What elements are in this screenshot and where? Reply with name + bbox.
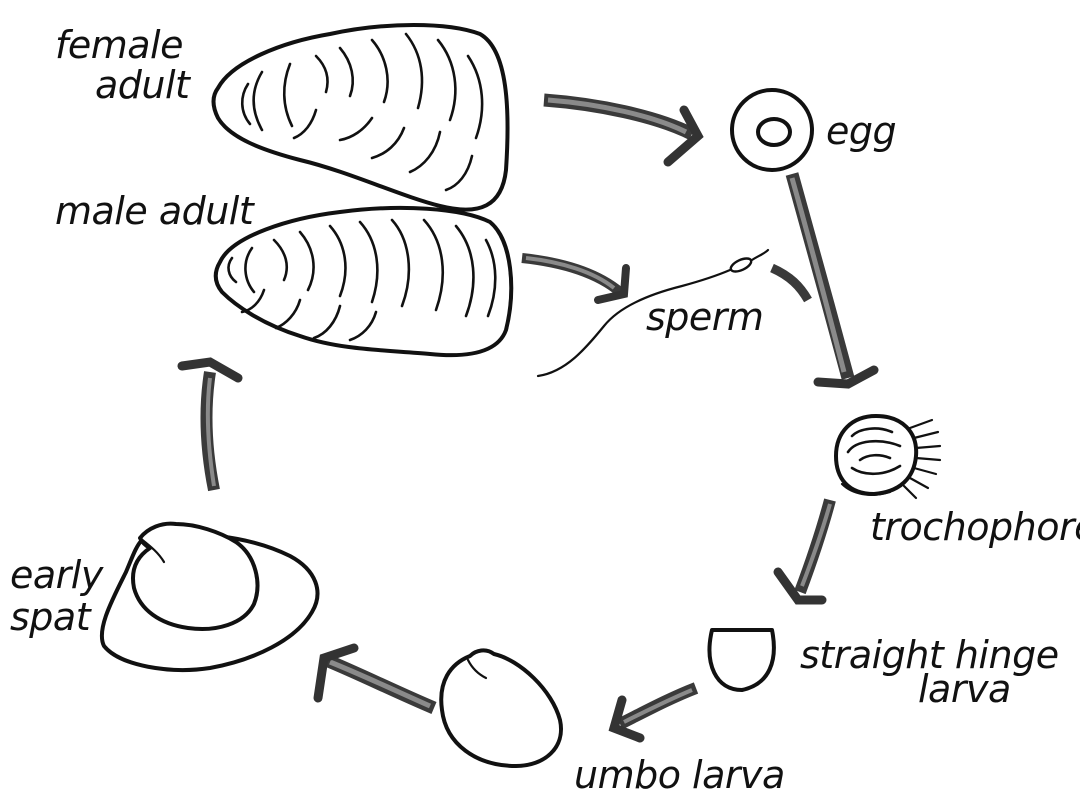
trochophore-larva bbox=[834, 414, 942, 500]
arrow-umbo-to-spat bbox=[313, 643, 437, 714]
arrow-trochophore-to-hinge bbox=[773, 498, 836, 605]
male-adult-oyster bbox=[213, 205, 514, 358]
early-spat-label: early bbox=[10, 553, 104, 597]
arrow-male-to-sperm bbox=[521, 253, 630, 304]
sperm-label: sperm bbox=[646, 295, 763, 339]
sperm-cell bbox=[536, 248, 770, 378]
female-adult-oyster bbox=[211, 23, 510, 212]
trochophore-label: trochophore bbox=[870, 505, 1080, 549]
early-spat bbox=[99, 521, 320, 672]
straight-hinge-label-line2: larva bbox=[918, 667, 1011, 711]
straight-hinge-label: straight hinge bbox=[800, 633, 1059, 677]
female-adult-label: female bbox=[55, 23, 183, 67]
straight-hinge-larva bbox=[707, 628, 776, 692]
arrow-spat-to-male bbox=[177, 357, 243, 492]
arrow-hinge-to-umbo bbox=[608, 682, 699, 743]
arrow-egg-to-trochophore bbox=[770, 172, 879, 389]
egg-cell bbox=[730, 88, 814, 172]
arrow-female-to-egg bbox=[543, 93, 704, 167]
umbo-larva bbox=[439, 648, 563, 768]
early-spat-label-line2: spat bbox=[10, 595, 93, 639]
umbo-larva-label: umbo larva bbox=[574, 753, 785, 792]
male-adult-label: male adult bbox=[55, 189, 256, 233]
female-adult-label-line2: adult bbox=[95, 63, 192, 107]
egg-label: egg bbox=[826, 109, 896, 153]
